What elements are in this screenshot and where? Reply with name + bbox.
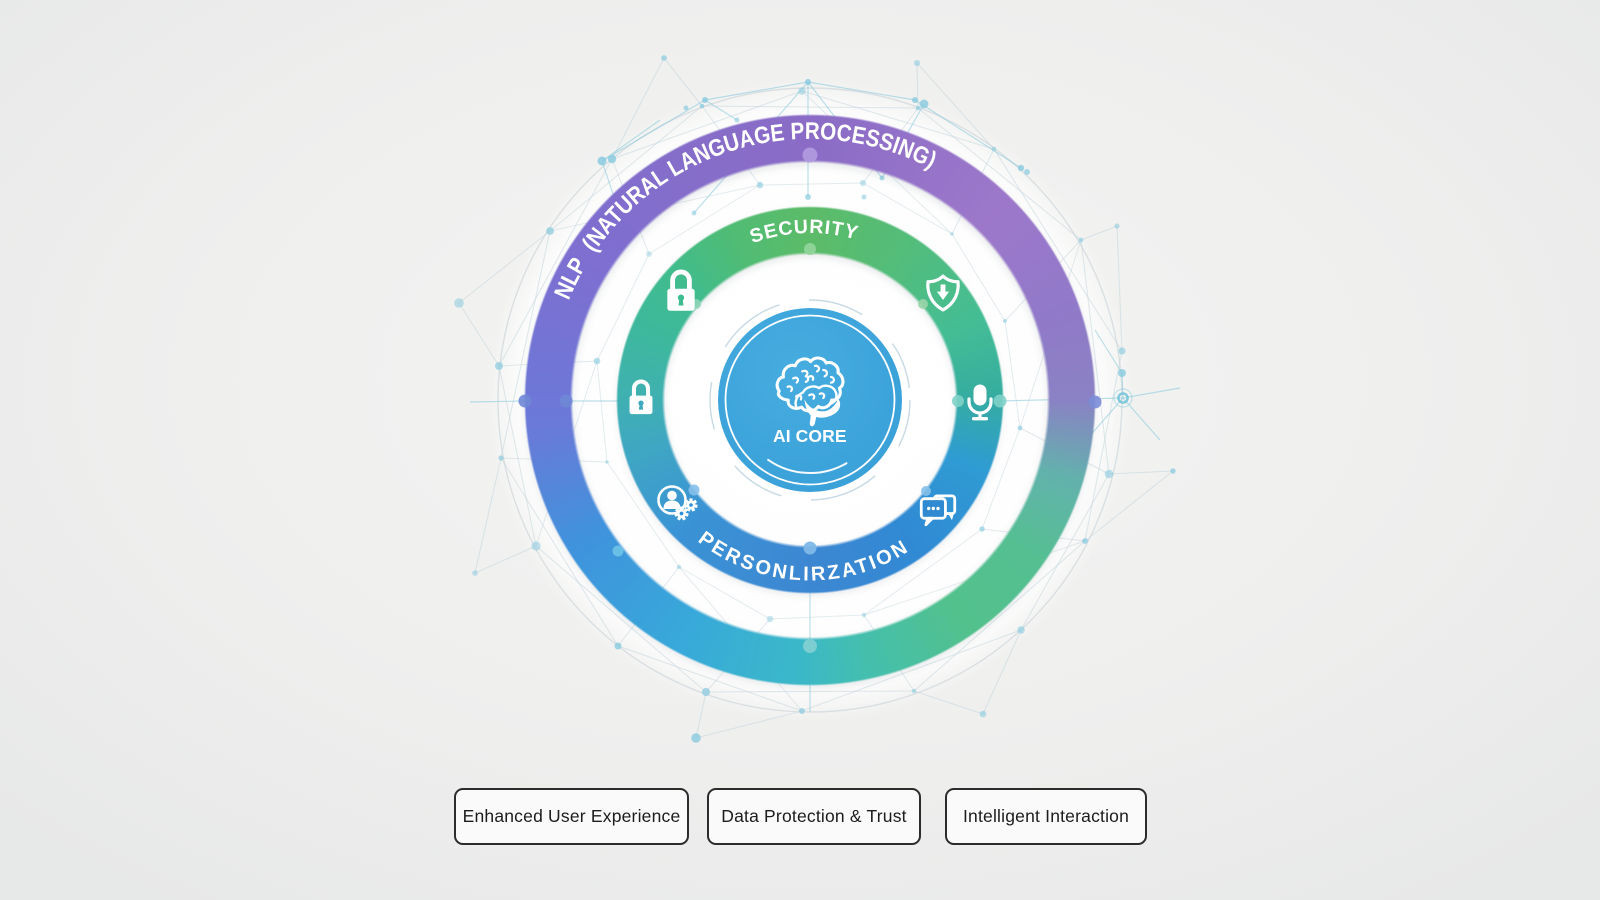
svg-text:SECURITY: SECURITY bbox=[747, 216, 861, 248]
svg-text:NLP (NATURAL LANGUAGE PROCESS: NLP (NATURAL LANGUAGE PROCESSING) bbox=[549, 118, 940, 303]
svg-text:PERSONLIRZATION: PERSONLIRZATION bbox=[694, 527, 913, 585]
svg-text:AI CORE: AI CORE bbox=[773, 426, 847, 446]
